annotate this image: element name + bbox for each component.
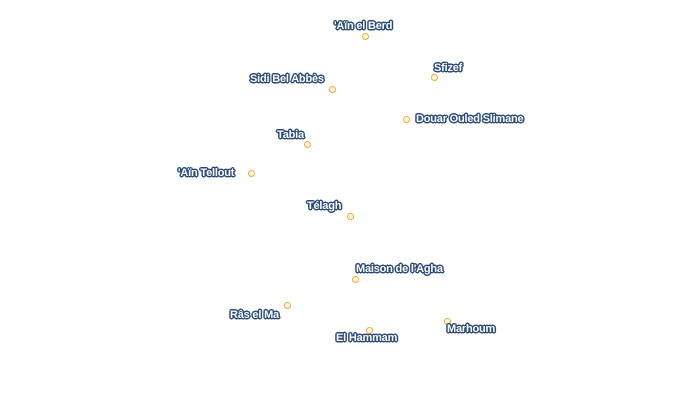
place-label: El Hammam: [336, 332, 398, 344]
place-label: Douar Ouled Slimane: [416, 113, 524, 125]
place-marker-icon[interactable]: [402, 115, 410, 123]
place-label: Tabia: [277, 129, 304, 141]
place-label: Télagh: [307, 200, 342, 212]
place-label: Maison de l'Agha: [356, 263, 443, 275]
place-marker-icon[interactable]: [361, 32, 369, 40]
place-label: Sfizef: [434, 62, 463, 74]
place-marker-icon[interactable]: [430, 73, 438, 81]
place-label: Râs el Ma: [230, 309, 279, 321]
place-marker-icon[interactable]: [303, 140, 311, 148]
place-marker-icon[interactable]: [283, 301, 291, 309]
place-label: 'Aïn Tellout: [178, 167, 235, 179]
place-marker-icon[interactable]: [351, 275, 359, 283]
place-label: Sidi Bel Abbès: [250, 73, 324, 85]
place-marker-icon[interactable]: [346, 212, 354, 220]
place-marker-icon[interactable]: [328, 85, 336, 93]
place-label: Marhoum: [447, 323, 496, 335]
place-label: 'Aïn el Berd: [334, 20, 393, 32]
place-marker-icon[interactable]: [443, 317, 451, 325]
place-marker-icon[interactable]: [365, 326, 373, 334]
place-marker-icon[interactable]: [247, 169, 255, 177]
